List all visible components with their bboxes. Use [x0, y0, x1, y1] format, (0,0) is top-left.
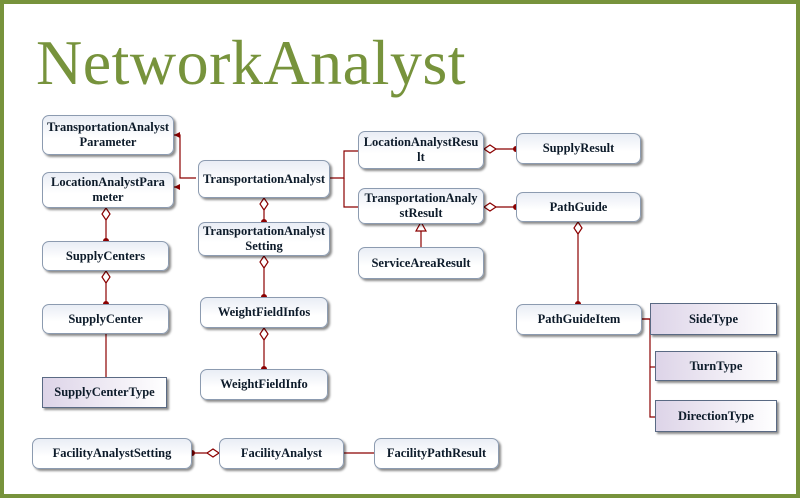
class-label: SupplyCenter	[68, 311, 143, 326]
class-label: TransportationAnalyst	[203, 171, 326, 186]
diamond-wfis	[259, 326, 269, 342]
class-weight-field-infos[interactable]: WeightFieldInfos	[200, 297, 328, 328]
class-transportation-analyst-result[interactable]: TransportationAnalystResult	[358, 188, 484, 224]
enum-turn-type[interactable]: TurnType	[655, 351, 777, 381]
class-path-guide-item[interactable]: PathGuideItem	[516, 304, 642, 335]
class-supply-result[interactable]: SupplyResult	[516, 133, 641, 164]
arrow-tap	[174, 132, 180, 138]
enum-direction-type[interactable]: DirectionType	[655, 400, 777, 432]
class-transportation-analyst-setting[interactable]: TransportationAnalystSetting	[198, 222, 330, 256]
enum-side-type[interactable]: SideType	[650, 303, 777, 335]
class-label: TransportationAnalystSetting	[203, 224, 326, 253]
arrow-lap	[174, 184, 180, 190]
class-label: DirectionType	[678, 408, 754, 423]
diamond-setting	[259, 254, 269, 270]
class-label: PathGuide	[549, 199, 608, 214]
class-label: PathGuideItem	[537, 312, 621, 326]
diamond-lap	[101, 206, 111, 222]
class-facility-analyst-setting[interactable]: FacilityAnalystSetting	[32, 438, 192, 469]
class-service-area-result[interactable]: ServiceAreaResult	[358, 247, 484, 279]
class-label: TurnType	[689, 358, 743, 373]
class-label: SupplyResult	[542, 141, 615, 155]
class-label: SupplyCenterType	[54, 385, 155, 399]
diamond-lar	[482, 144, 498, 154]
link-ta-tar	[343, 178, 358, 208]
class-label: LocationAnalystParameter	[51, 175, 165, 204]
class-label: FacilityPathResult	[386, 446, 487, 460]
diagram-title: NetworkAnalyst	[36, 27, 467, 98]
class-label: LocationAnalystResult	[363, 135, 479, 164]
class-facility-analyst[interactable]: FacilityAnalyst	[219, 438, 344, 469]
triangle-generalization	[414, 220, 428, 232]
diamond-fa	[205, 448, 221, 458]
class-label: TransportationAnalystResult	[364, 191, 478, 220]
class-label: SupplyCenters	[65, 248, 146, 263]
class-location-analyst-parameter[interactable]: LocationAnalystParameter	[42, 172, 174, 208]
class-location-analyst-result[interactable]: LocationAnalystResult	[358, 131, 484, 169]
class-path-guide[interactable]: PathGuide	[516, 192, 641, 222]
link-ta-lar	[330, 150, 358, 179]
class-label: FacilityAnalystSetting	[52, 446, 172, 460]
class-supply-center[interactable]: SupplyCenter	[42, 304, 169, 334]
class-label: SideType	[688, 311, 739, 326]
link-tap-to-ta	[174, 134, 196, 179]
class-label: WeightFieldInfos	[217, 305, 311, 319]
class-label: FacilityAnalyst	[240, 446, 323, 460]
diamond-pathguide	[573, 220, 583, 236]
diamond-tar	[482, 202, 498, 212]
class-label: TransportationAnalystParameter	[47, 120, 170, 149]
class-transportation-analyst[interactable]: TransportationAnalyst	[198, 160, 330, 198]
class-label: WeightFieldInfo	[220, 377, 308, 391]
diamond-ta	[259, 196, 269, 212]
class-supply-centers[interactable]: SupplyCenters	[42, 241, 169, 271]
class-weight-field-info[interactable]: WeightFieldInfo	[200, 369, 328, 400]
diamond-supplycenters	[101, 269, 111, 285]
class-transportation-analyst-parameter[interactable]: TransportationAnalystParameter	[42, 115, 174, 155]
class-facility-path-result[interactable]: FacilityPathResult	[374, 438, 499, 469]
class-label: ServiceAreaResult	[371, 255, 471, 270]
class-supply-center-type[interactable]: SupplyCenterType	[42, 377, 167, 408]
